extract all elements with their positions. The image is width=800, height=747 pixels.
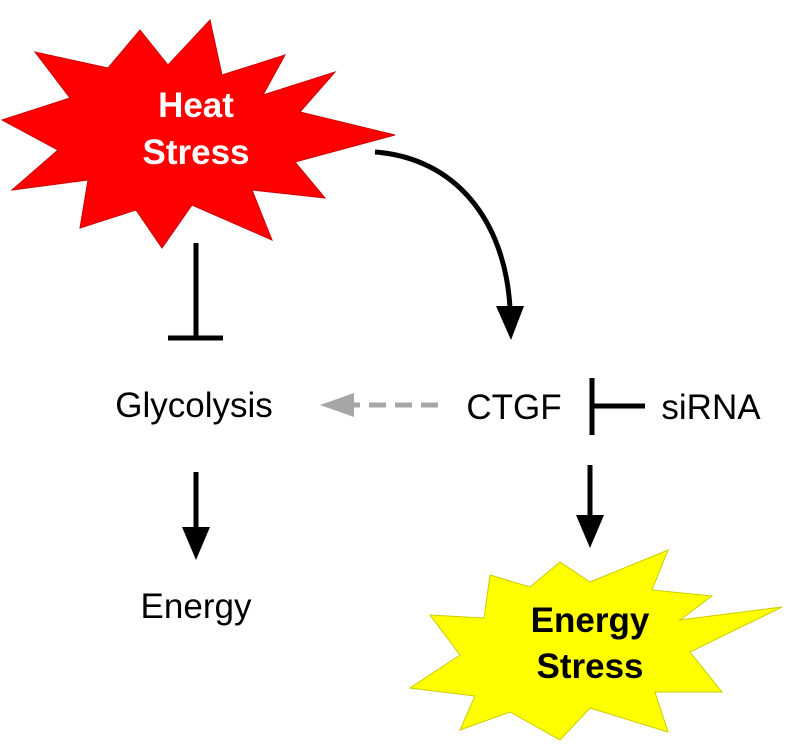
activation-heat-to-ctgf	[374, 149, 524, 340]
energy-stress-burst	[408, 549, 783, 741]
glycolysis-label: Glycolysis	[115, 386, 273, 425]
inhibition-heat-to-glycolysis	[168, 243, 223, 341]
sirna-label: siRNA	[661, 388, 761, 427]
heat-stress-label-line1: Heat	[158, 86, 234, 125]
arrowhead-energy	[182, 527, 210, 560]
arrow-glycolysis-to-energy	[182, 472, 210, 560]
inhibition-sirna-to-ctgf	[589, 378, 645, 435]
ctgf-label: CTGF	[466, 388, 561, 427]
dashed-arrowhead	[320, 393, 354, 417]
energy-stress-node: Energy Stress	[408, 549, 783, 741]
energy-stress-label-line2: Stress	[536, 647, 643, 686]
heat-stress-label-line2: Stress	[142, 133, 249, 172]
energy-label: Energy	[141, 587, 252, 626]
arrow-ctgf-to-energy-stress	[576, 465, 604, 548]
heat-stress-burst	[0, 18, 396, 249]
dashed-arrow-ctgf-to-glycolysis	[320, 393, 438, 417]
energy-stress-label-line1: Energy	[531, 601, 650, 640]
arrowhead-energy-stress	[576, 515, 604, 548]
arrowhead-ctgf	[496, 306, 524, 340]
heat-stress-node: Heat Stress	[0, 18, 396, 249]
